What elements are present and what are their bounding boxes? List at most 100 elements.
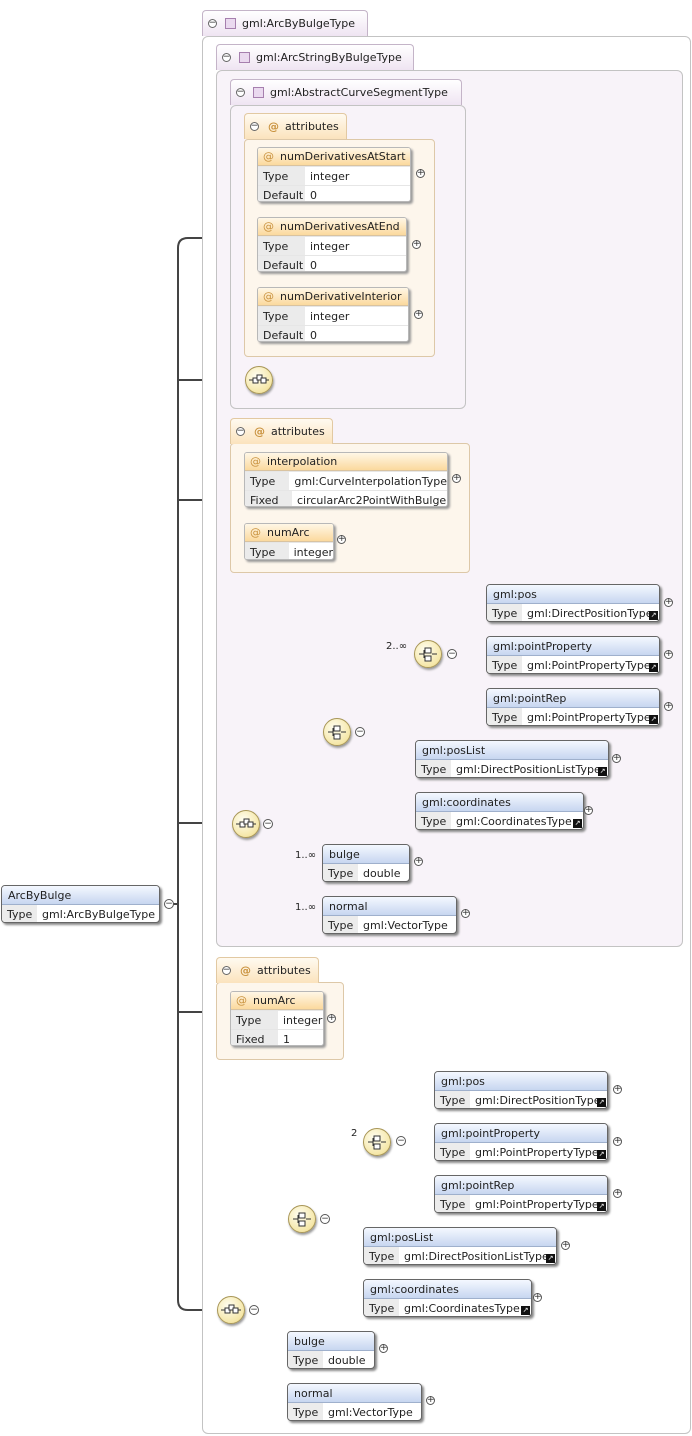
cardinality-label: 2..∞ (386, 641, 408, 652)
expand-icon[interactable]: + (337, 534, 346, 544)
expand-icon[interactable]: + (664, 701, 673, 711)
element-name: gml:pointRep (435, 1176, 607, 1195)
type-value: gml:ArcByBulgeType (42, 907, 155, 921)
sequence-compositor-icon[interactable] (245, 366, 273, 394)
collapse-icon[interactable]: − (396, 1136, 406, 1146)
expand-icon[interactable]: + (561, 1240, 570, 1250)
type-link-icon[interactable]: ↗ (649, 663, 658, 672)
expand-icon[interactable]: + (412, 239, 421, 249)
expand-icon[interactable]: + (426, 1395, 435, 1405)
attributes-tab[interactable]: −@ attributes (244, 113, 347, 139)
choice-compositor-icon[interactable] (414, 640, 442, 668)
collapse-icon[interactable]: − (355, 727, 365, 737)
expand-icon[interactable]: + (584, 805, 593, 815)
attributes-tab[interactable]: −@ attributes (216, 957, 319, 983)
collapse-icon[interactable]: − (208, 18, 217, 28)
collapse-icon[interactable]: − (222, 52, 231, 62)
cardinality-label: 1..∞ (295, 902, 317, 913)
expand-icon[interactable]: + (416, 168, 425, 178)
type-value: gml:CoordinatesType (456, 814, 572, 828)
collapse-icon[interactable]: − (263, 819, 273, 829)
expand-icon[interactable]: + (612, 753, 621, 763)
expand-icon[interactable]: + (613, 1188, 622, 1198)
complex-type-icon (253, 87, 264, 98)
default-value: 0 (310, 188, 317, 202)
arcstringbybulgetype-tab[interactable]: − gml:ArcStringByBulgeType (216, 44, 414, 70)
expand-icon[interactable]: + (533, 1292, 542, 1302)
type-link-icon[interactable]: ↗ (597, 1202, 606, 1211)
default-key: Default (258, 256, 305, 271)
type-link-icon[interactable]: ↗ (573, 819, 582, 828)
choice-compositor-icon[interactable] (323, 718, 351, 746)
collapse-icon[interactable]: − (320, 1214, 330, 1224)
element-name: normal (323, 897, 456, 916)
type-value: double (328, 1353, 366, 1367)
type-value: gml:VectorType (363, 918, 448, 932)
type-value: gml:PointPropertyType (527, 658, 651, 672)
collapse-icon[interactable]: − (249, 1305, 259, 1315)
type-link-icon[interactable]: ↗ (597, 1150, 606, 1159)
attribute-icon: @ (263, 220, 274, 233)
expand-icon[interactable]: + (461, 908, 470, 918)
expand-icon[interactable]: + (414, 309, 423, 319)
choice-compositor-icon[interactable] (363, 1128, 391, 1156)
expand-icon[interactable]: + (452, 473, 461, 483)
attributes-tab[interactable]: −@ attributes (230, 418, 333, 444)
type-key: Type (364, 1299, 399, 1316)
default-value: 0 (310, 328, 317, 342)
attribute-icon: @ (263, 150, 274, 163)
type-value: integer (310, 169, 350, 183)
sequence-compositor-icon[interactable] (217, 1296, 245, 1324)
type-value: gml:PointPropertyType (527, 710, 651, 724)
type-link-icon[interactable]: ↗ (649, 611, 658, 620)
expand-icon[interactable]: + (664, 649, 673, 659)
type-link-icon[interactable]: ↗ (597, 1098, 606, 1107)
type-link-icon[interactable]: ↗ (598, 767, 607, 776)
complex-type-icon (225, 18, 236, 29)
type-key: Type (323, 864, 358, 881)
element-name: gml:coordinates (416, 793, 583, 812)
abstractcurvesegmenttype-tab[interactable]: − gml:AbstractCurveSegmentType (230, 79, 462, 105)
expand-icon[interactable]: + (379, 1343, 388, 1353)
arcbybulgetype-tab[interactable]: − gml:ArcByBulgeType (202, 10, 368, 36)
collapse-icon[interactable]: − (236, 87, 245, 97)
collapse-icon[interactable]: − (236, 426, 245, 436)
sequence-compositor-icon[interactable] (232, 810, 260, 838)
type-link-icon[interactable]: ↗ (649, 715, 658, 724)
choice-compositor-icon[interactable] (288, 1205, 316, 1233)
type-link-icon[interactable]: ↗ (546, 1254, 555, 1263)
type-link-icon[interactable]: ↗ (521, 1306, 530, 1315)
collapse-icon[interactable]: − (250, 121, 259, 131)
expand-icon[interactable]: + (664, 597, 673, 607)
expand-icon[interactable]: + (613, 1136, 622, 1146)
expand-icon[interactable]: + (613, 1084, 622, 1094)
collapse-icon[interactable]: − (222, 965, 231, 975)
collapse-icon[interactable]: − (447, 649, 457, 659)
type-value: gml:DirectPositionListType (404, 1249, 549, 1263)
attribute-icon: @ (254, 425, 265, 438)
collapse-icon[interactable]: − (164, 899, 174, 909)
expand-icon[interactable]: + (414, 856, 423, 866)
expand-icon[interactable]: + (327, 1013, 336, 1023)
